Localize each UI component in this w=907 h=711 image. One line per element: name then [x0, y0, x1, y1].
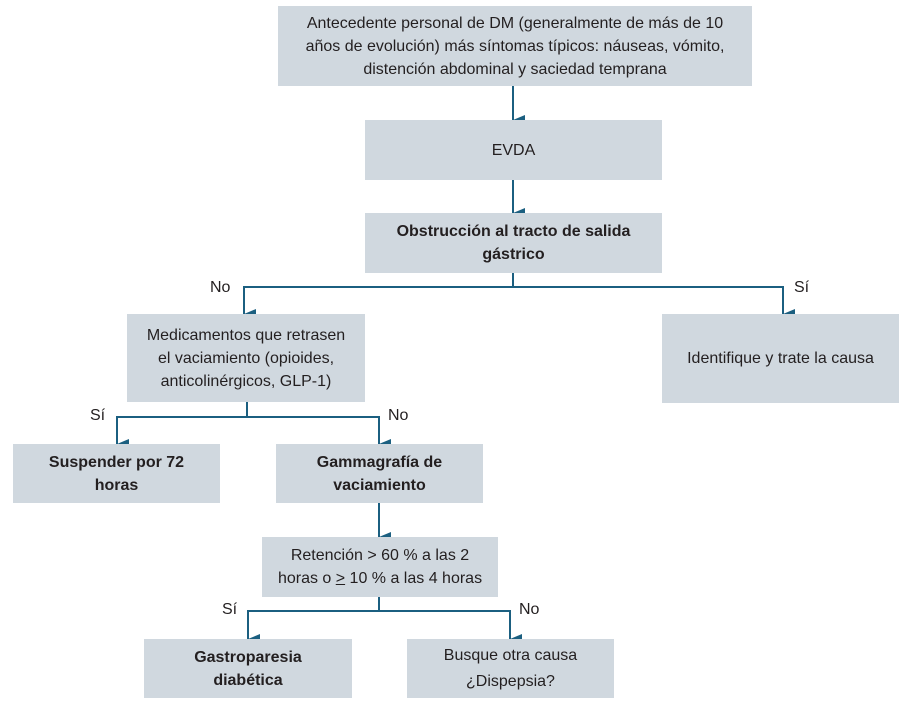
- node-suspend-line: Suspender por 72: [48, 453, 185, 471]
- edge-label-retention-yes: Sí: [222, 601, 238, 618]
- connector-retention-yes: [247, 610, 379, 644]
- node-other-cause-line: Busque otra causa: [443, 646, 578, 664]
- connector-obstruction-yes: [513, 286, 795, 319]
- node-history-line: distención abdominal y saciedad temprana: [363, 60, 667, 78]
- node-history-line: años de evolución) más síntomas típicos:…: [305, 37, 725, 55]
- node-obstruction-line: Obstrucción al tracto de salida: [396, 223, 631, 240]
- node-identify-cause: Identifique y trate la causa: [662, 314, 899, 403]
- retention-text-post: 10 % a las 4 horas: [345, 570, 483, 587]
- node-retention-line: horas o > 10 % a las 4 horas: [278, 567, 482, 590]
- node-gastroparesis-line: Gastroparesia: [194, 648, 302, 666]
- edge-label-retention-no: No: [519, 601, 540, 618]
- edge-label-obstruction-yes: Sí: [794, 279, 810, 296]
- node-history: Antecedente personal de DM (generalmente…: [278, 6, 752, 86]
- node-medications-line: Medicamentos que retrasen: [146, 326, 346, 344]
- edge-label-obstruction-no: No: [210, 279, 231, 296]
- retention-text-pre: horas o: [277, 570, 336, 587]
- connector-medications-yes: [116, 416, 247, 449]
- node-obstruction: Obstrucción al tracto de salida gástrico: [365, 213, 662, 273]
- node-medications-line: el vaciamiento (opioides,: [157, 349, 335, 367]
- node-retention: Retención > 60 % a las 2 horas o > 10 % …: [262, 537, 498, 597]
- connector-obstruction-no: [243, 286, 513, 319]
- node-evda: EVDA: [365, 120, 662, 180]
- edge-label-medications-no: No: [388, 407, 409, 424]
- node-gastroparesis-line: diabética: [213, 671, 283, 689]
- node-suspend: Suspender por 72 horas: [13, 444, 220, 503]
- node-evda-text: EVDA: [491, 141, 536, 159]
- node-medications-line: anticolinérgicos, GLP-1): [160, 372, 332, 390]
- connector-medications-no: [247, 416, 391, 449]
- node-other-cause-line: ¿Dispepsia?: [466, 672, 555, 690]
- node-scintigraphy: Gammagrafía de vaciamiento: [276, 444, 483, 503]
- node-suspend-line: horas: [94, 476, 139, 494]
- node-scintigraphy-line: Gammagrafía de: [316, 453, 443, 471]
- node-gastroparesis: Gastroparesia diabética: [144, 639, 352, 698]
- node-history-line: Antecedente personal de DM (generalmente…: [306, 14, 724, 32]
- node-medications: Medicamentos que retrasen el vaciamiento…: [127, 314, 365, 402]
- node-other-cause: Busque otra causa ¿Dispepsia?: [407, 639, 614, 698]
- greater-equal-symbol: >: [335, 570, 346, 587]
- node-obstruction-line: gástrico: [482, 246, 545, 263]
- edge-label-medications-yes: Sí: [90, 407, 106, 424]
- node-scintigraphy-line: vaciamiento: [333, 476, 426, 494]
- connector-retention-no: [379, 610, 522, 644]
- node-identify-cause-text: Identifique y trate la causa: [687, 350, 874, 367]
- node-retention-line: Retención > 60 % a las 2: [290, 547, 470, 564]
